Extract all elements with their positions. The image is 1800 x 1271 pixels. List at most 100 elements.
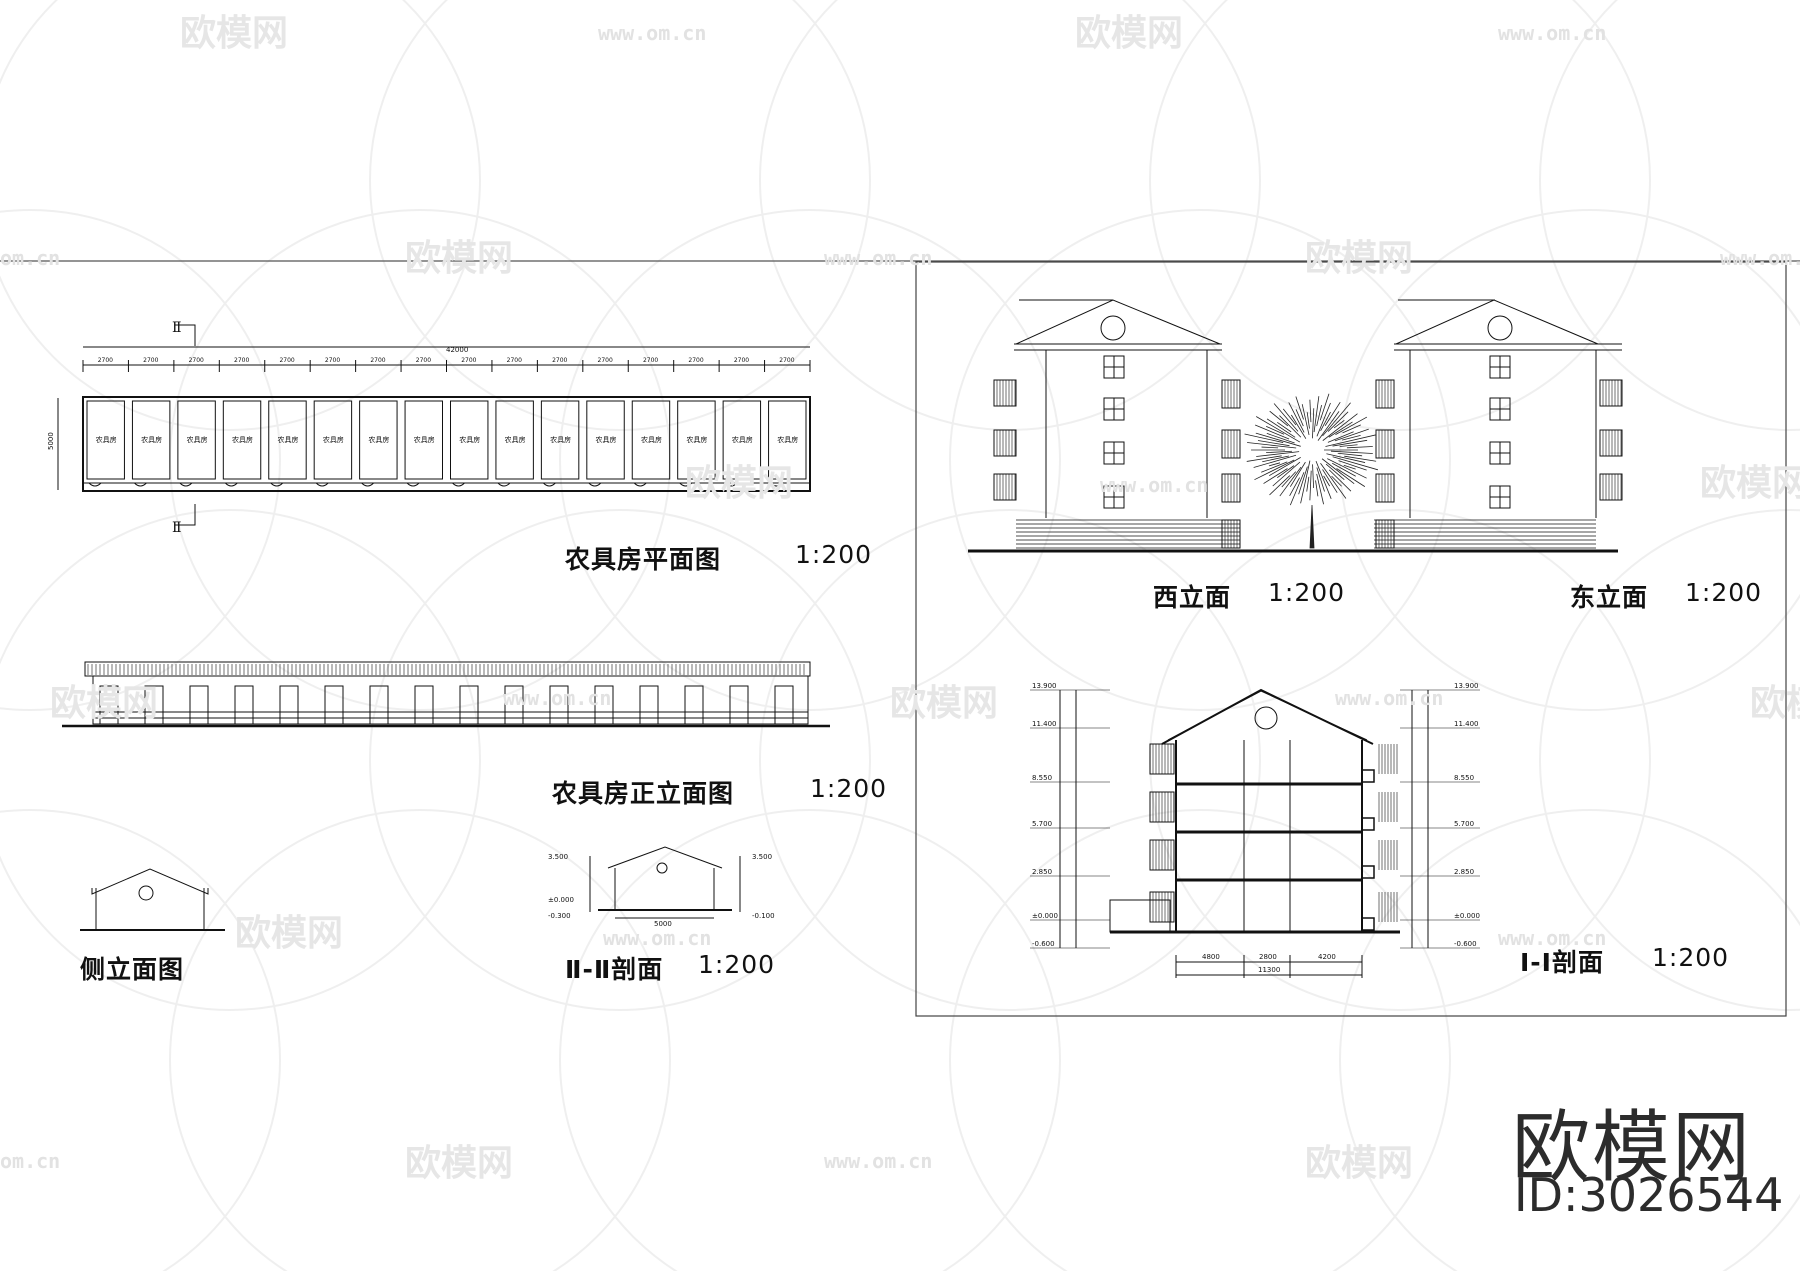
section2-right-top-elev: 3.500 [752, 853, 772, 861]
plan-room-label: 农具房 [414, 435, 435, 444]
plan-room-label: 农具房 [232, 435, 253, 444]
watermark-logos: 欧模网欧模网欧模网欧模网欧模网欧模网欧模网欧模网欧模网欧模网欧模网欧模网www.… [0, 13, 1800, 1184]
watermark-url-short: om.cn [0, 246, 60, 270]
plan-room-label: 农具房 [550, 435, 571, 444]
plan-bay-dim: 2700 [507, 357, 522, 364]
farm-side-title: 侧立面图 [80, 955, 185, 984]
plan-room-label: 农具房 [96, 435, 117, 444]
sec1-left-elev: 2.850 [1032, 868, 1052, 876]
farm-plan-scale: 1:200 [795, 540, 873, 569]
section-mark-top: Ⅱ [172, 320, 182, 336]
plan-room-label: 农具房 [459, 435, 480, 444]
sec1-right-elev: -0.600 [1454, 940, 1477, 948]
watermark-logo-text: 欧模网 [1075, 13, 1183, 54]
sec1-right-elev: 8.550 [1454, 774, 1474, 782]
plan-bay-dim: 2700 [688, 357, 703, 364]
west-elevation-drawing [968, 299, 1618, 553]
plan-bay-dim: 2700 [643, 357, 658, 364]
sec1-bottom-dim-2: 2800 [1259, 953, 1277, 961]
plan-bay-dim: 2700 [325, 357, 340, 364]
sec1-bottom-dim-1: 4800 [1202, 953, 1220, 961]
farm-section-title: Ⅱ-Ⅱ剖面 [565, 955, 664, 984]
section2-low-elev: -0.300 [548, 912, 571, 920]
watermark-logo-text: 欧模网 [1305, 238, 1413, 279]
section-1-title: Ⅰ-Ⅰ剖面 [1520, 948, 1604, 977]
farm-front-title: 农具房正立面图 [552, 779, 735, 808]
watermark-logo-text: 欧模网 [235, 913, 343, 954]
plan-bay-dim: 2700 [234, 357, 249, 364]
farm-front-elevation [62, 661, 830, 728]
right-panel-frame [915, 261, 1787, 1017]
section-mark-bottom: Ⅱ [172, 520, 182, 536]
watermark-url-short: om.cn [0, 1149, 60, 1173]
sec1-left-elev: 13.900 [1032, 682, 1057, 690]
watermark-logo-text: 欧模网 [1305, 1143, 1413, 1184]
plan-bay-dim: 2700 [189, 357, 204, 364]
plan-room-label: 农具房 [187, 435, 208, 444]
asset-id-label: ID:3026544 [1514, 1168, 1784, 1222]
plan-bay-dim: 2700 [734, 357, 749, 364]
section2-top-elev: 3.500 [548, 853, 568, 861]
sec1-left-elev: -0.600 [1032, 940, 1055, 948]
watermark-url-text: www.om.cn [824, 246, 932, 270]
plan-room-label: 农具房 [777, 435, 798, 444]
plan-bay-dim: 2700 [461, 357, 476, 364]
plan-depth-dim: 5000 [47, 432, 55, 450]
farm-plan-caption: 农具房平面图 [565, 540, 721, 576]
watermark-url-text: www.om.cn [503, 686, 611, 710]
plan-room-label: 农具房 [505, 435, 526, 444]
plan-bay-dim: 2700 [779, 357, 794, 364]
plan-room-label: 农具房 [141, 435, 162, 444]
sec1-bottom-total: 11300 [1258, 966, 1280, 974]
sec1-left-elev: 11.400 [1032, 720, 1057, 728]
watermark-url-text: www.om.cn [1100, 473, 1208, 497]
tree-drawing [1244, 393, 1379, 549]
watermark-url-text: www.om.cn [603, 926, 711, 950]
farm-section-drawing: 5000 3.500 ±0.000 -0.300 3.500 -0.100 [548, 846, 775, 928]
watermark-url-text: www.om.cn [1498, 21, 1606, 45]
sec1-right-elev: 11.400 [1454, 720, 1479, 728]
section2-base-elev: ±0.000 [548, 896, 574, 904]
plan-room-label: 农具房 [368, 435, 389, 444]
sec1-left-elev: 8.550 [1032, 774, 1052, 782]
plan-bay-dim: 2700 [416, 357, 431, 364]
brand-logo-text: 欧模网 [1512, 1103, 1753, 1193]
plan-bay-dim: 2700 [98, 357, 113, 364]
west-elevation-title: 西立面 [1153, 583, 1232, 612]
watermark-url-text: www.om.cn [1720, 246, 1800, 270]
watermark-url-text: www.om.cn [598, 21, 706, 45]
plan-room-label: 农具房 [277, 435, 298, 444]
plan-bay-dim: 2700 [143, 357, 158, 364]
east-elevation-title: 东立面 [1570, 583, 1649, 612]
watermark-logo-text: 欧模网 [180, 13, 288, 54]
east-elevation-drawing [1374, 299, 1623, 549]
watermark-logo-text: 欧模网 [1750, 683, 1800, 724]
section2-width-dim: 5000 [654, 920, 672, 928]
section-1-drawing: 13.90011.4008.5505.7002.850±0.000-0.600 … [1030, 682, 1480, 978]
farm-front-scale: 1:200 [810, 774, 888, 803]
plan-bay-dim: 2700 [598, 357, 613, 364]
sec1-right-elev: ±0.000 [1454, 912, 1480, 920]
watermark-logo-text: 欧模网 [685, 463, 793, 504]
plan-room-label: 农具房 [686, 435, 707, 444]
section2-right-low-elev: -0.100 [752, 912, 775, 920]
west-elevation-scale: 1:200 [1268, 578, 1346, 607]
sec1-left-elev: ±0.000 [1032, 912, 1058, 920]
farm-plan-title: 农具房平面图 [565, 545, 722, 574]
sec1-right-elev: 13.900 [1454, 682, 1479, 690]
watermark-url-text: www.om.cn [1498, 926, 1606, 950]
plan-room-label: 农具房 [732, 435, 753, 444]
east-elevation-scale: 1:200 [1685, 578, 1763, 607]
watermark-url-text: www.om.cn [1335, 686, 1443, 710]
sec1-right-elev: 5.700 [1454, 820, 1474, 828]
plan-bay-dim: 2700 [552, 357, 567, 364]
plan-room-label: 农具房 [641, 435, 662, 444]
watermark-logo-text: 欧模网 [1700, 463, 1800, 504]
plan-bay-dim: 2700 [279, 357, 294, 364]
watermark-logo-text: 欧模网 [890, 683, 998, 724]
watermark-logo-text: 欧模网 [50, 683, 158, 724]
plan-room-label: 农具房 [596, 435, 617, 444]
farm-section-scale: 1:200 [698, 950, 776, 979]
